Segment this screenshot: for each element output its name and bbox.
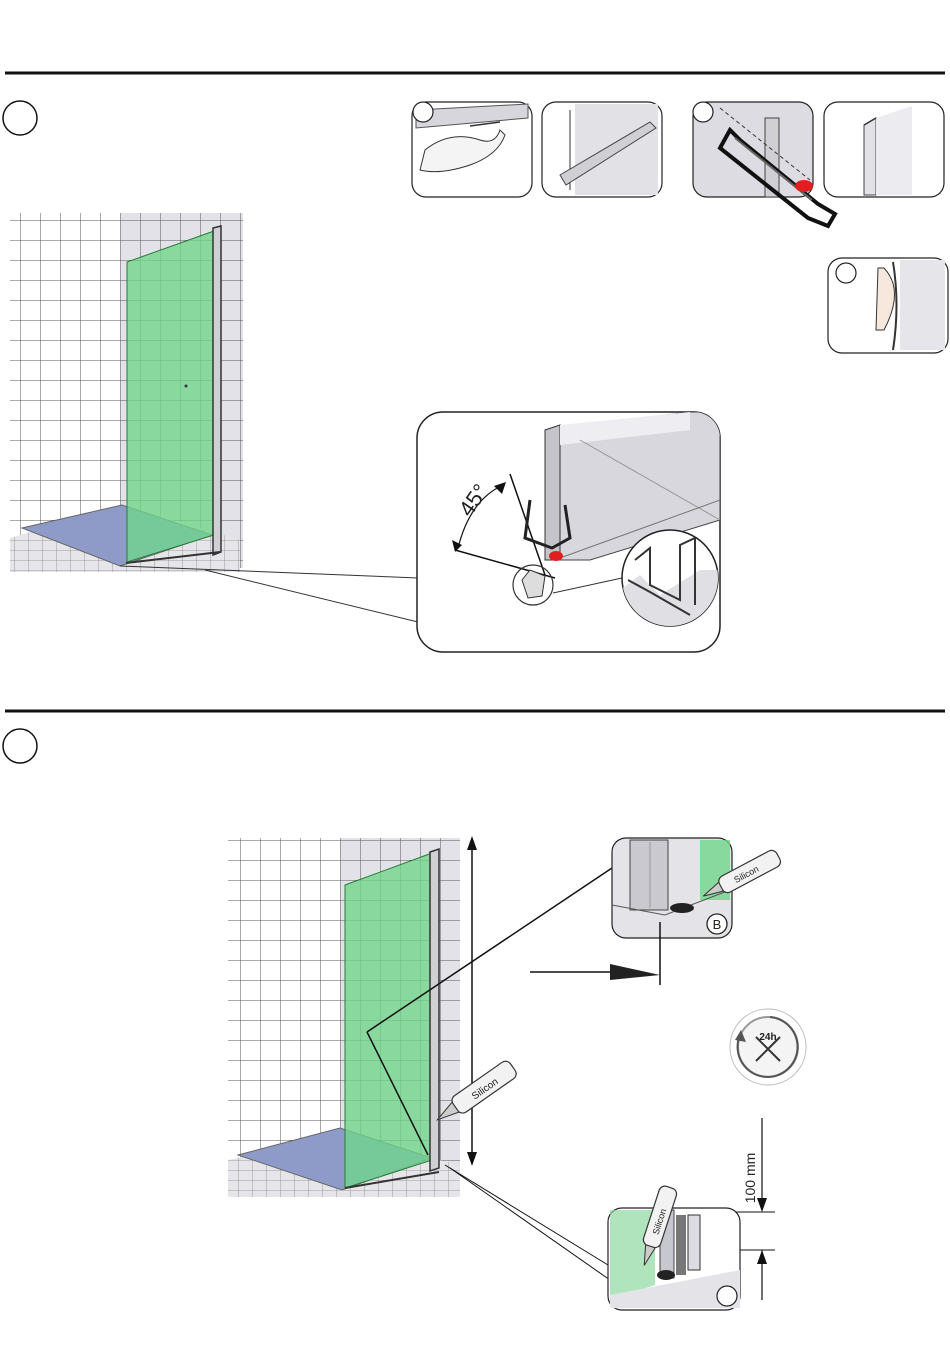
height-dimension: [467, 836, 477, 1166]
inset-remove-profile: [412, 102, 532, 197]
inset-hacksaw: [693, 102, 835, 226]
callout-line: [205, 570, 418, 622]
svg-text:24h: 24h: [759, 1032, 776, 1043]
svg-text:B: B: [713, 917, 722, 932]
inset-silicone-bottom: [608, 1208, 740, 1310]
inset-cut-profile: [824, 102, 944, 197]
dimension-label: 100 mm: [742, 1153, 758, 1204]
clock-24h-icon: 24h: [730, 1009, 806, 1085]
shower-illustration-2: [228, 838, 460, 1197]
step1-circle: [3, 101, 37, 135]
wall-profile: [213, 226, 221, 555]
inset-45-degree-cut: 45°: [417, 412, 720, 652]
wall-profile: [430, 849, 439, 1171]
shower-illustration-1: [10, 213, 243, 572]
step2-circle: [3, 729, 37, 763]
inset-profile-seal: [542, 102, 662, 197]
callout-line: [445, 1165, 608, 1265]
inset-hand-profile: [828, 258, 948, 353]
glass-panel: [127, 231, 214, 562]
callout-line: [450, 1168, 610, 1280]
